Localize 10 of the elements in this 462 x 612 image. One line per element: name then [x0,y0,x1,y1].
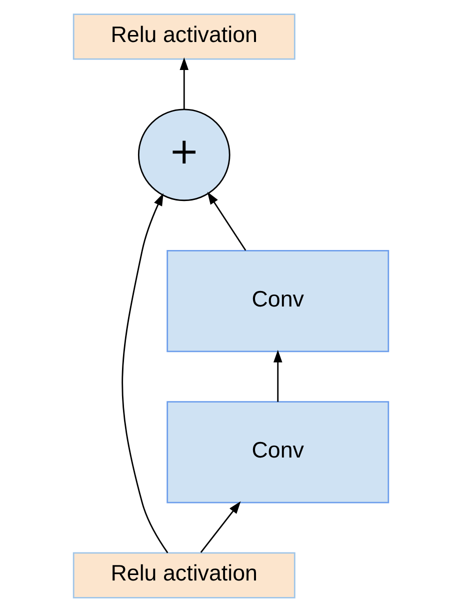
arrow [200,501,241,553]
arrow [122,193,168,554]
node-box: Conv [166,401,390,504]
node-circle: + [138,108,230,202]
arrow [180,57,189,110]
node-box: Relu activation [72,14,296,60]
arrow [207,192,246,251]
node-box: Conv [166,250,390,352]
arrow [273,350,282,402]
node-box: Relu activation [72,552,296,598]
